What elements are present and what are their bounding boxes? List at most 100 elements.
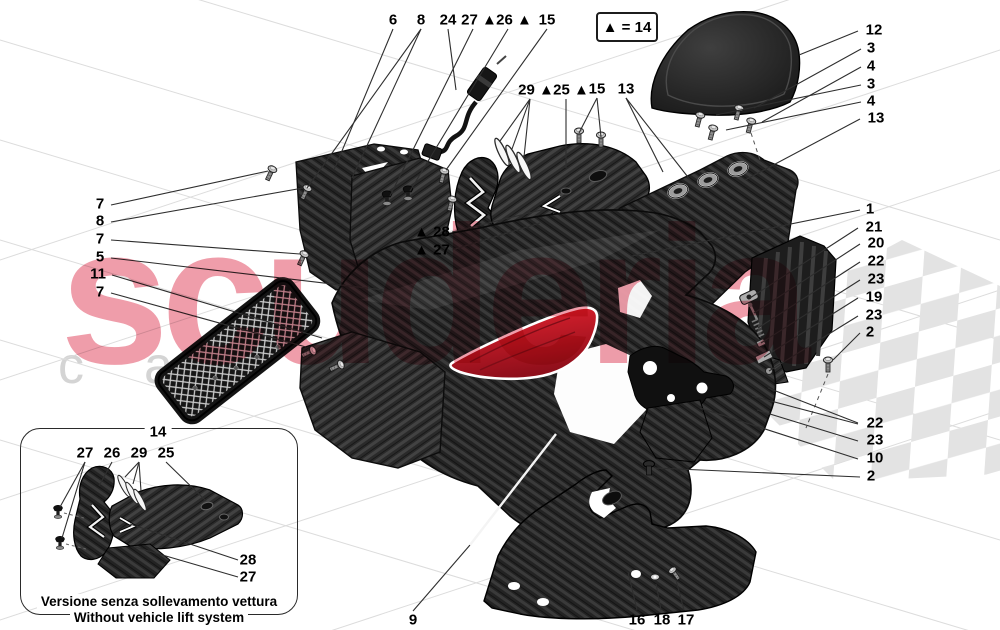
leader-line xyxy=(654,467,861,478)
callout-r-23b: 23 xyxy=(865,306,883,324)
inset-caption-english: Without vehicle lift system xyxy=(24,610,294,625)
callout-r-3b: 3 xyxy=(866,75,876,93)
leader-line xyxy=(767,387,859,424)
callout-b-17: 17 xyxy=(677,611,695,629)
callout-main-27: ▲ 27 xyxy=(414,241,450,259)
leader-line xyxy=(596,97,602,138)
callout-r-4b: 4 xyxy=(866,92,876,110)
leader-line xyxy=(98,461,113,487)
leader-line xyxy=(110,170,269,206)
leader-line xyxy=(409,28,509,192)
callout-r-22a: 22 xyxy=(867,252,885,270)
leader-line xyxy=(578,97,598,134)
legend-box: ▲ = 14 xyxy=(596,12,658,42)
leader-line xyxy=(757,261,861,329)
callout-r-19: 19 xyxy=(865,288,883,306)
callout-l-11: 11 xyxy=(90,265,106,283)
callout-l-7a: 7 xyxy=(95,195,105,213)
seat-cushion xyxy=(650,10,801,116)
callout-main-28: ▲ 28 xyxy=(414,223,450,241)
leader-line xyxy=(631,209,861,257)
leader-line xyxy=(110,187,304,223)
leader-line xyxy=(124,461,140,478)
lower-bracket xyxy=(483,469,757,620)
legend-text: ▲ = 14 xyxy=(602,18,652,36)
leader-line xyxy=(753,48,862,109)
callout-l-7b: 7 xyxy=(95,230,105,248)
callout-mid-13: 13 xyxy=(617,80,635,98)
leader-line xyxy=(699,407,859,460)
leader-line xyxy=(469,433,557,546)
callout-top-15: 15 xyxy=(538,11,556,29)
callout-ins-27a: 27 xyxy=(76,444,94,462)
callout-l-5: 5 xyxy=(95,248,105,266)
leader-line xyxy=(753,243,861,314)
leader-line xyxy=(798,30,859,56)
leader-lines xyxy=(59,28,862,612)
callout-r-23c: 23 xyxy=(866,431,884,449)
leader-line xyxy=(744,118,861,181)
inset-assembly xyxy=(53,465,244,579)
callout-l-7c: 7 xyxy=(95,283,105,301)
leader-line xyxy=(625,97,692,182)
leader-line xyxy=(165,461,207,502)
callout-top-27: 27 ▲ xyxy=(461,11,497,29)
leader-line xyxy=(715,84,862,116)
callout-mid-15: 15 xyxy=(588,80,606,98)
callout-ins-26: 26 xyxy=(103,444,121,462)
leader-line xyxy=(110,292,307,348)
callout-ins-27b: 27 xyxy=(239,568,257,586)
leader-line xyxy=(675,579,685,611)
callout-r-1: 1 xyxy=(865,200,875,218)
leader-line xyxy=(511,98,531,150)
callout-l-8: 8 xyxy=(95,212,105,230)
leader-line xyxy=(756,409,859,442)
leader-line xyxy=(761,66,862,123)
callout-ins-25: 25 xyxy=(157,444,175,462)
callout-r-10: 10 xyxy=(866,449,884,467)
callout-r-13: 13 xyxy=(867,109,885,127)
callout-ins-14: 14 xyxy=(144,424,172,440)
leader-line xyxy=(138,461,142,492)
leader-line xyxy=(523,98,531,158)
callout-top-24: 24 xyxy=(439,11,457,29)
hook-bracket xyxy=(627,345,734,463)
guide-lines xyxy=(750,132,829,429)
leader-line xyxy=(768,315,859,372)
callout-r-12: 12 xyxy=(865,21,883,39)
leader-line xyxy=(451,208,546,233)
callout-r-22b: 22 xyxy=(866,414,884,432)
callout-mid-25: 25 ▲ xyxy=(553,81,589,99)
leader-line xyxy=(333,28,394,171)
callout-b-16: 16 xyxy=(628,611,646,629)
callout-ins-29: 29 xyxy=(130,444,148,462)
callout-mid-29: 29 ▲ xyxy=(518,81,554,99)
leader-line xyxy=(132,461,140,485)
callout-r-3a: 3 xyxy=(866,39,876,57)
leader-line xyxy=(760,279,861,344)
callout-r-20: 20 xyxy=(867,234,885,252)
callout-top-8: 8 xyxy=(416,11,426,29)
leader-line xyxy=(445,28,548,171)
leader-line xyxy=(499,98,531,142)
leader-line xyxy=(59,461,86,508)
leader-line xyxy=(627,571,638,611)
callout-b-18: 18 xyxy=(653,611,671,629)
callout-r-21: 21 xyxy=(865,218,883,236)
callout-r-4a: 4 xyxy=(866,57,876,75)
leader-line xyxy=(451,222,541,251)
callout-r-2a: 2 xyxy=(865,323,875,341)
leader-line xyxy=(389,28,474,197)
leader-line xyxy=(832,332,861,361)
leader-line xyxy=(655,583,662,611)
leader-line xyxy=(129,523,239,561)
leader-line xyxy=(111,274,323,339)
leader-line xyxy=(306,28,422,189)
callout-ins-28: 28 xyxy=(239,551,257,569)
leader-line xyxy=(110,257,393,292)
leader-line xyxy=(412,544,471,612)
callout-top-26: 26 ▲ xyxy=(496,11,532,29)
leader-line xyxy=(725,101,862,131)
